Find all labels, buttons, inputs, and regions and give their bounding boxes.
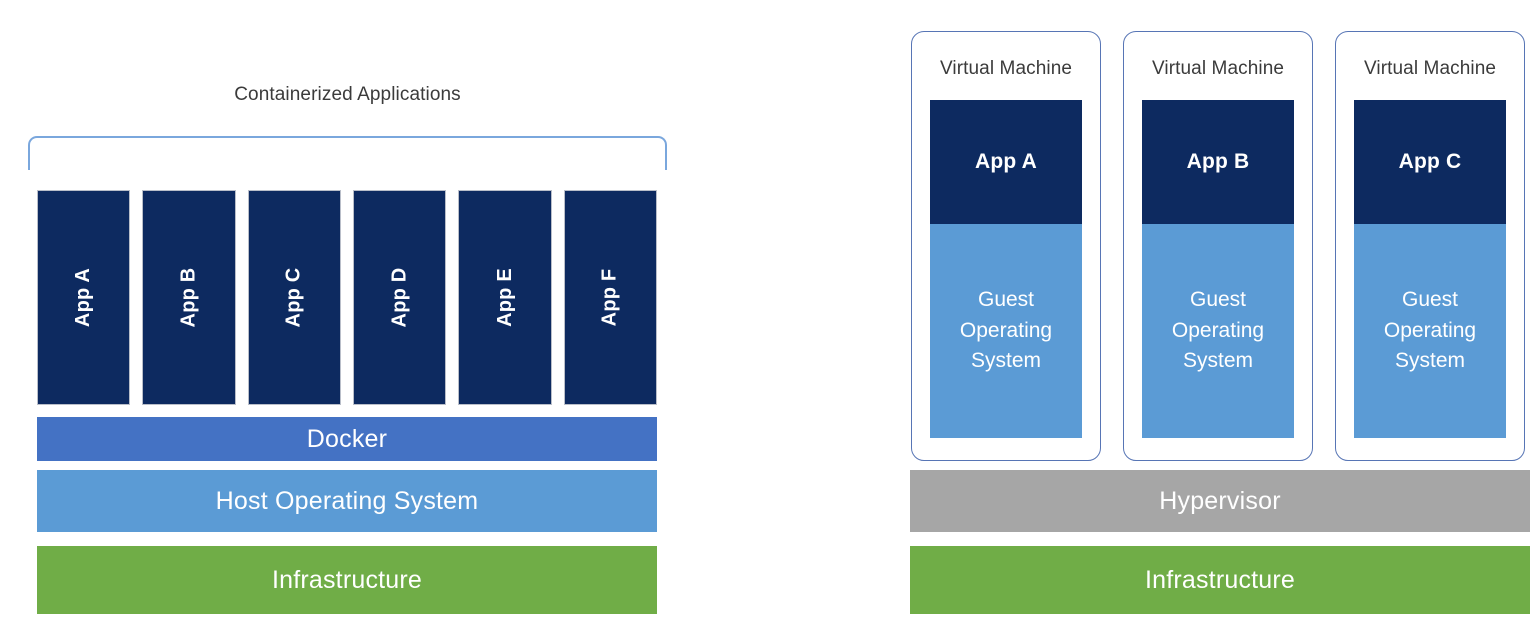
infrastructure-layer-bar-right: Infrastructure xyxy=(910,546,1530,614)
containerized-applications-bracket xyxy=(28,136,667,170)
container-apps-row: App A App B App C App D App E App F xyxy=(37,190,657,405)
container-architecture-panel: Containerized Applications App A App B A… xyxy=(0,0,700,621)
container-app-block: App F xyxy=(563,190,657,405)
host-operating-system-layer-bar: Host Operating System xyxy=(37,470,657,532)
container-app-block: App B xyxy=(142,190,236,405)
virtual-machines-row: Virtual Machine App A Guest Operating Sy… xyxy=(911,31,1525,461)
container-app-label: App C xyxy=(282,267,305,328)
vm-guest-os-block: Guest Operating System xyxy=(930,224,1082,438)
containerized-applications-title: Containerized Applications xyxy=(234,84,461,105)
vm-guest-os-block: Guest Operating System xyxy=(1354,224,1506,438)
container-app-label: App F xyxy=(598,268,621,327)
docker-layer-bar: Docker xyxy=(37,417,657,461)
infrastructure-layer-bar-left: Infrastructure xyxy=(37,546,657,614)
container-app-block: App A xyxy=(37,190,131,405)
vm-app-block: App C xyxy=(1354,100,1506,224)
container-app-block: App D xyxy=(352,190,447,405)
virtual-machine-card: Virtual Machine App B Guest Operating Sy… xyxy=(1123,31,1313,461)
virtual-machine-stack: App B Guest Operating System xyxy=(1142,100,1294,438)
hypervisor-layer-bar: Hypervisor xyxy=(910,470,1530,532)
vm-app-block: App B xyxy=(1142,100,1294,224)
container-app-label: App E xyxy=(493,268,516,327)
container-app-label: App B xyxy=(177,267,200,328)
virtual-machine-title: Virtual Machine xyxy=(939,58,1073,79)
virtual-machine-title: Virtual Machine xyxy=(1363,58,1497,79)
container-app-label: App D xyxy=(388,267,411,328)
virtual-machine-architecture-panel: Virtual Machine App A Guest Operating Sy… xyxy=(900,0,1536,621)
vm-app-block: App A xyxy=(930,100,1082,224)
virtual-machine-title: Virtual Machine xyxy=(1151,58,1285,79)
container-app-label: App A xyxy=(72,267,95,328)
virtual-machine-card: Virtual Machine App A Guest Operating Sy… xyxy=(911,31,1101,461)
virtual-machine-card: Virtual Machine App C Guest Operating Sy… xyxy=(1335,31,1525,461)
virtual-machine-stack: App C Guest Operating System xyxy=(1354,100,1506,438)
container-app-block: App C xyxy=(247,190,341,405)
container-app-block: App E xyxy=(458,190,552,405)
virtual-machine-stack: App A Guest Operating System xyxy=(930,100,1082,438)
vm-guest-os-block: Guest Operating System xyxy=(1142,224,1294,438)
